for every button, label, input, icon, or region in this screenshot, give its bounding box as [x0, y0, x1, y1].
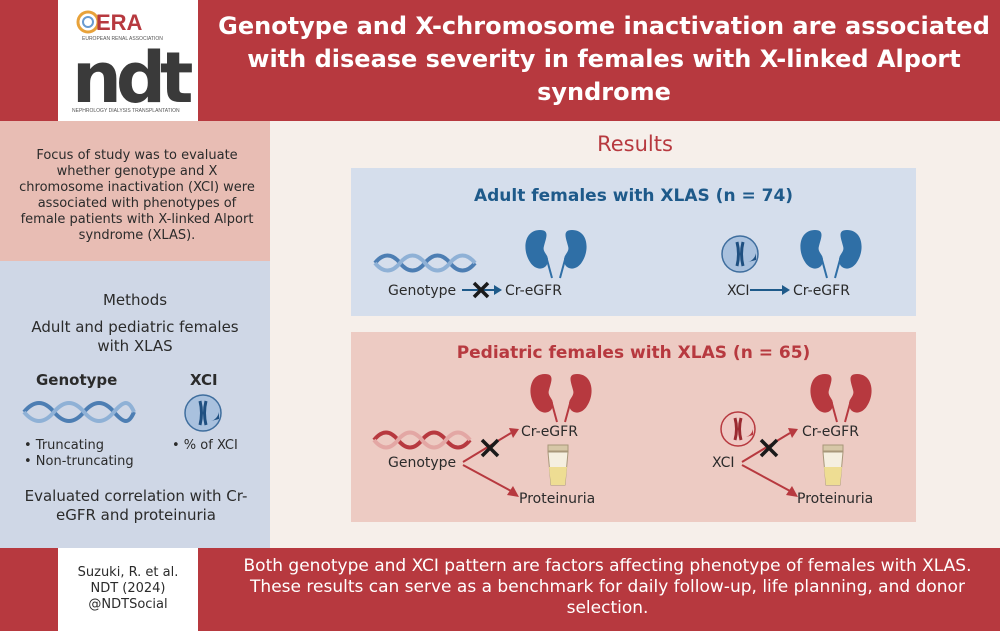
pediatric-proteinuria-label-2: Proteinuria	[797, 491, 874, 507]
era-logo-ring	[76, 10, 100, 34]
evaluated-text: Evaluated correlation with Cr-eGFR and p…	[24, 487, 248, 524]
pediatric-genotype-label: Genotype	[388, 455, 457, 471]
adult-egfr-label-1: Cr-eGFR	[505, 283, 562, 299]
page-title: Genotype and X-chromosome inactivation a…	[218, 12, 990, 106]
chromosome-cell-icon	[721, 235, 759, 273]
xci-bullet-list: • % of XCI	[172, 438, 238, 454]
journal-logo: ERA EUROPEAN RENAL ASSOCIATION ndt NEPHR…	[58, 0, 198, 121]
genotype-bullet-list: • Truncating • Non-truncating	[24, 438, 134, 470]
dna-icon	[373, 253, 477, 273]
adult-results-panel	[351, 168, 916, 316]
arrow-icon	[750, 285, 790, 295]
pediatric-xci-label: XCI	[712, 455, 735, 471]
adult-results-title: Adult females with XLAS (n = 74)	[473, 186, 794, 206]
kidneys-icon	[810, 374, 872, 423]
methods-xci-label: XCI	[190, 371, 218, 389]
methods-title: Methods	[102, 291, 168, 309]
citation-authors: Suzuki, R. et al.	[77, 565, 179, 580]
no-association-cross-icon	[759, 438, 779, 458]
focus-text: Focus of study was to evaluate whether g…	[19, 148, 255, 243]
urine-cup-icon	[822, 444, 844, 486]
citation-social-handle[interactable]: @NDTSocial	[88, 597, 168, 612]
pediatric-results-panel	[351, 332, 916, 522]
arrow-icon	[462, 285, 502, 295]
pediatric-results-title: Pediatric females with XLAS (n = 65)	[456, 343, 811, 363]
era-logo-text: ERA	[96, 10, 143, 35]
citation-journal: NDT (2024)	[90, 581, 166, 596]
conclusion-text: Both genotype and XCI pattern are factor…	[243, 556, 972, 618]
kidneys-icon	[800, 230, 862, 279]
focus-panel	[0, 121, 270, 261]
urine-cup-icon	[547, 444, 569, 486]
methods-subtitle: Adult and pediatric females with XLAS	[31, 318, 239, 355]
citation: Suzuki, R. et al. NDT (2024) @NDTSocial	[58, 565, 198, 613]
citation-box	[58, 548, 198, 631]
methods-genotype-label: Genotype	[36, 371, 118, 389]
dna-icon	[372, 430, 472, 450]
adult-genotype-label: Genotype	[388, 283, 457, 299]
list-item: • Truncating	[24, 438, 104, 453]
adult-xci-label: XCI	[727, 283, 750, 299]
ndt-logo-text: ndt	[72, 37, 192, 119]
arrow-icon	[462, 428, 519, 497]
pediatric-egfr-label-2: Cr-eGFR	[802, 424, 859, 440]
arrow-icon	[741, 428, 798, 497]
chromosome-cell-icon	[720, 411, 756, 447]
no-association-cross-icon	[480, 438, 500, 458]
no-association-cross-icon	[472, 281, 490, 299]
adult-egfr-label-2: Cr-eGFR	[793, 283, 850, 299]
kidneys-icon	[525, 230, 587, 279]
chromosome-cell-icon	[184, 394, 222, 432]
ndt-logo-subtitle: NEPHROLOGY DIALYSIS TRANSPLANTATION	[72, 108, 180, 114]
list-item: • Non-truncating	[24, 454, 134, 469]
era-logo-subtitle: EUROPEAN RENAL ASSOCIATION	[82, 36, 163, 42]
pediatric-proteinuria-label-1: Proteinuria	[519, 491, 596, 507]
list-item: • % of XCI	[172, 438, 238, 453]
results-title: Results	[597, 132, 673, 156]
pediatric-egfr-label-1: Cr-eGFR	[521, 424, 578, 440]
kidneys-icon	[530, 374, 592, 423]
dna-icon	[22, 401, 136, 423]
